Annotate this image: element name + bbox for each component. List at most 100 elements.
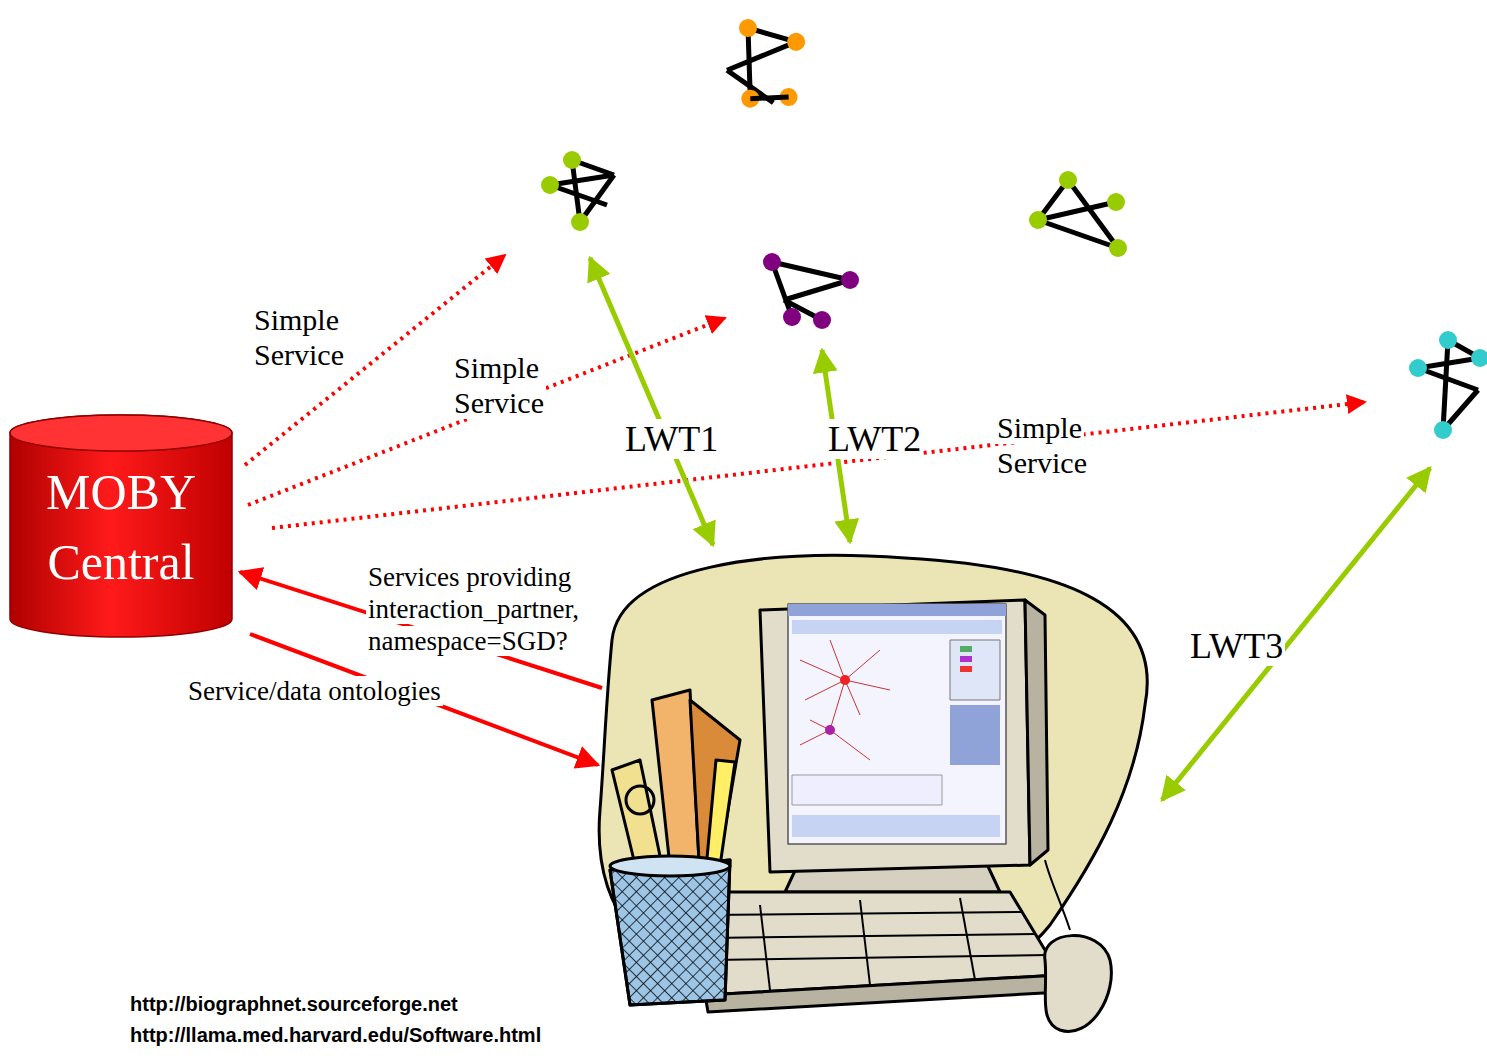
network-icon: [1434, 421, 1452, 439]
arrow-label: LWT2: [826, 418, 936, 460]
network-icon: [571, 213, 589, 231]
arrow-label: Simple Service: [252, 302, 387, 373]
network-icon: [719, 10, 816, 116]
arrow-label: LWT1: [623, 418, 733, 460]
arrow-label: Simple Service: [252, 303, 346, 371]
computer-illustration: [760, 600, 1030, 872]
query-label: Services providing interaction_partner, …: [366, 562, 581, 656]
arrow-label: Simple Service: [452, 350, 587, 421]
url-text: http://biographnet.sourceforge.net: [128, 993, 460, 1015]
computer-illustration: [950, 640, 1000, 700]
computer-illustration: [840, 675, 850, 685]
cylinder-body: [10, 415, 232, 637]
network-icon: [783, 308, 801, 326]
network-icon: [750, 92, 788, 104]
network-icon: [563, 151, 581, 169]
computer-illustration: [960, 666, 972, 672]
computer-illustration: [710, 955, 1048, 960]
network-icon: [1038, 220, 1118, 248]
network-icon: [541, 151, 614, 231]
network-icon: [763, 253, 859, 329]
lwt-arrow: [1162, 468, 1430, 800]
network-icon: [1109, 239, 1127, 257]
node-title: MOBY Central: [21, 415, 221, 597]
network-icon: [738, 18, 759, 39]
cylinder-outline: [10, 415, 232, 637]
network-icon: [1059, 171, 1077, 189]
network-icon: [1038, 202, 1116, 220]
computer-illustration: [792, 815, 1000, 837]
computer-illustration: [800, 640, 890, 760]
computer-illustration: [788, 604, 1006, 616]
computer-illustration: [800, 730, 830, 745]
network-icon: [1029, 211, 1047, 229]
computer-illustration: [705, 912, 1022, 915]
computer-illustration: [960, 646, 972, 652]
arrow-label: Simple Service: [452, 351, 546, 419]
network-icon: [763, 253, 781, 271]
query-label: Services providing interaction_partner, …: [366, 562, 616, 658]
arrow-label: Service/data ontologies: [186, 676, 443, 706]
arrow-label: Simple Service: [995, 410, 1130, 481]
computer-illustration: [599, 555, 1147, 1031]
computer-illustration: [950, 705, 1000, 765]
url-text: http://biographnet.sourceforge.net: [128, 993, 548, 1017]
network-icon: [1409, 331, 1487, 439]
network-icon: [784, 280, 850, 300]
network-icon: [1409, 359, 1427, 377]
arrow-label: Simple Service: [995, 411, 1089, 479]
network-icon: [550, 175, 614, 185]
computer-illustration: [830, 730, 870, 760]
arrow-label: LWT3: [1188, 625, 1298, 667]
arrow-label: LWT3: [1188, 626, 1285, 666]
arrow-label: Service/data ontologies: [186, 676, 566, 708]
computer-illustration: [610, 860, 730, 1005]
database-cylinder: MOBY Central: [10, 415, 232, 637]
computer-illustration: [845, 680, 860, 715]
computer-illustration: [792, 620, 1002, 634]
network-icon: [813, 311, 831, 329]
network-icon: [1029, 171, 1127, 257]
computer-illustration: [845, 650, 880, 680]
network-icon: [720, 20, 805, 109]
network-icon: [541, 176, 559, 194]
computer-illustration: [960, 656, 972, 662]
service-arrow: [245, 255, 1365, 528]
computer-illustration: [1045, 936, 1112, 1032]
computer-illustration: [845, 680, 890, 690]
computer-illustration: [792, 775, 942, 805]
network-icon: [1471, 349, 1487, 367]
network-icon: [1418, 368, 1478, 390]
network-icon: [1418, 358, 1480, 368]
computer-illustration: [825, 725, 835, 735]
computer-illustration: [860, 900, 870, 985]
computer-illustration: [805, 680, 845, 700]
network-icon: [841, 271, 859, 289]
computer-illustration: [760, 905, 770, 990]
computer-illustration: [626, 786, 654, 814]
computer-illustration: [705, 898, 1048, 990]
computer-illustration: [830, 680, 845, 730]
url-text: http://llama.med.harvard.edu/Software.ht…: [128, 1024, 588, 1048]
url-text: http://llama.med.harvard.edu/Software.ht…: [128, 1024, 543, 1046]
computer-illustration: [788, 604, 1006, 844]
computer-illustration: [1025, 600, 1048, 865]
computer-illustration: [1045, 860, 1070, 930]
service-arrow: [272, 402, 1365, 528]
arrow-label: LWT1: [623, 419, 720, 459]
arrow-label: LWT2: [826, 419, 923, 459]
computer-illustration: [830, 640, 845, 680]
computer-illustration: [705, 975, 1062, 1012]
network-icon: [1443, 340, 1448, 430]
network-icon: [1107, 193, 1125, 211]
computer-illustration: [708, 934, 1036, 938]
network-icon: [786, 31, 807, 52]
cylinder-top: [10, 415, 232, 451]
computer-illustration: [960, 898, 975, 980]
network-icon: [1439, 331, 1457, 349]
lwt-arrow: [590, 258, 713, 545]
network-icon: [772, 262, 850, 280]
computer-illustration: [610, 860, 730, 1005]
computer-illustration: [690, 700, 740, 880]
